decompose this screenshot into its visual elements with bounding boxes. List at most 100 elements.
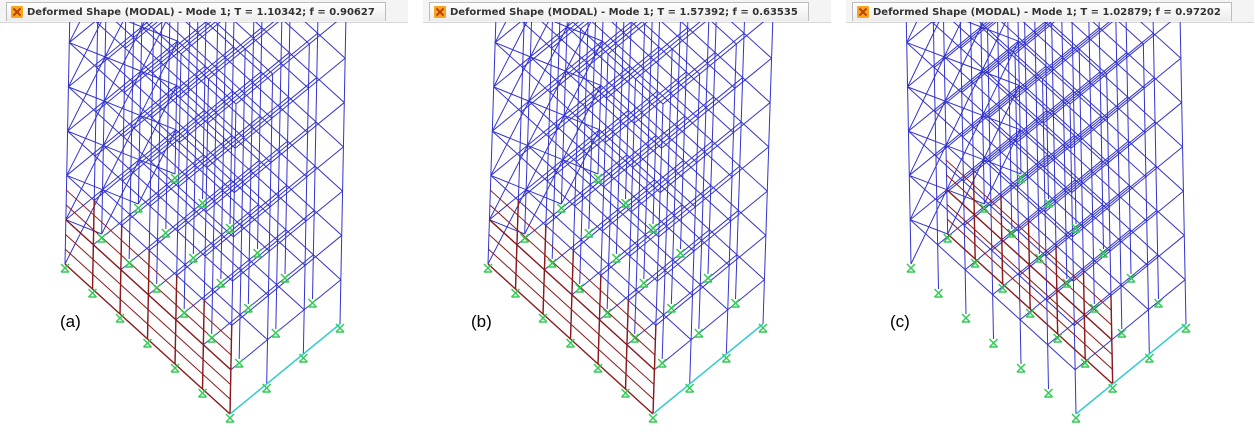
brace [906, 22, 918, 43]
window-tab[interactable]: Deformed Shape (MODAL) - Mode 1; T = 1.0… [852, 2, 1232, 21]
shear-wall [945, 159, 975, 186]
column [302, 43, 310, 355]
column [247, 22, 255, 305]
brace [564, 114, 600, 131]
brace [493, 22, 528, 88]
shear-wall [570, 323, 599, 350]
support-icon [1043, 388, 1054, 398]
beam [516, 154, 628, 246]
column [238, 48, 246, 360]
shear-wall [1002, 268, 1031, 295]
support-icon [1098, 248, 1109, 258]
support-icon [1034, 253, 1044, 263]
beam [937, 154, 1048, 246]
shear-wall [202, 388, 231, 415]
shear-wall [572, 264, 601, 291]
beam [964, 179, 1076, 271]
beam [149, 115, 261, 207]
shear-wall [1028, 264, 1031, 310]
shear-wall [1111, 339, 1114, 385]
brace [103, 144, 140, 161]
column [735, 22, 745, 300]
shear-wall [598, 319, 628, 346]
brace [907, 86, 946, 102]
shear-wall [147, 323, 176, 350]
beam [138, 159, 305, 311]
beam [960, 22, 994, 49]
shear-wall [1029, 308, 1059, 335]
beam [520, 22, 632, 113]
support-icon [1053, 333, 1063, 343]
support-icon [730, 298, 741, 308]
support-icon [225, 413, 235, 423]
brace [553, 22, 568, 28]
shear-wall [1110, 295, 1113, 340]
shear-wall [627, 314, 656, 341]
support-icon [639, 278, 649, 288]
column [762, 22, 774, 325]
column [606, 22, 617, 310]
beam [1015, 22, 1110, 99]
beam [521, 22, 662, 149]
beam [254, 22, 345, 103]
brace [141, 26, 178, 42]
support-icon [170, 173, 180, 183]
shear-wall [119, 269, 122, 315]
beam [522, 22, 580, 68]
support-icon [298, 353, 308, 363]
beam [148, 204, 259, 296]
beam [1044, 121, 1156, 213]
support-icon [675, 248, 686, 258]
brace [530, 56, 566, 72]
support-icon [142, 338, 153, 348]
beam [1074, 279, 1186, 371]
shear-wall [571, 250, 575, 295]
shear-wall [174, 363, 203, 390]
shear-wall [1001, 239, 1030, 266]
support-icon [225, 223, 235, 233]
beam [1017, 96, 1128, 188]
shear-wall [544, 254, 573, 281]
support-icon [721, 353, 731, 363]
shear-wall [1056, 289, 1059, 335]
beam [122, 90, 233, 182]
shear-wall [974, 229, 1003, 255]
beam [123, 46, 234, 138]
window-title: Deformed Shape (MODAL) - Mode 1; T = 1.0… [873, 6, 1221, 18]
beam [1019, 229, 1131, 321]
support-icon [565, 338, 576, 348]
support-icon [161, 228, 171, 238]
panel-b: Deformed Shape (MODAL) - Mode 1; T = 1.5… [423, 0, 831, 438]
beam [233, 102, 345, 193]
shear-wall [1002, 283, 1031, 310]
beam [177, 140, 288, 232]
window-tab[interactable]: Deformed Shape (MODAL) - Mode 1; T = 1.1… [6, 2, 386, 21]
brace [529, 22, 549, 58]
beam [120, 179, 232, 271]
brace [966, 22, 982, 28]
support-icon [510, 288, 521, 298]
beam [214, 22, 274, 75]
shear-wall [517, 214, 546, 241]
beam [632, 77, 743, 168]
beam [990, 115, 1102, 207]
column [183, 22, 191, 310]
shear-wall [542, 269, 546, 315]
beam [662, 22, 765, 105]
support-icon [335, 323, 345, 333]
shear-wall [516, 259, 545, 285]
beam [304, 22, 346, 59]
beam [577, 27, 688, 118]
shear-wall [1082, 270, 1086, 315]
window-tab[interactable]: Deformed Shape (MODAL) - Mode 1; T = 1.5… [429, 2, 809, 21]
column [661, 48, 673, 360]
shear-wall [515, 273, 544, 300]
shear-wall [488, 234, 517, 260]
shear-wall [1084, 329, 1113, 355]
shear-wall [597, 319, 601, 365]
beam [661, 22, 736, 89]
beam [1043, 32, 1154, 124]
structure-view [483, 22, 774, 423]
beam [944, 100, 1111, 252]
shear-wall [974, 243, 1003, 270]
